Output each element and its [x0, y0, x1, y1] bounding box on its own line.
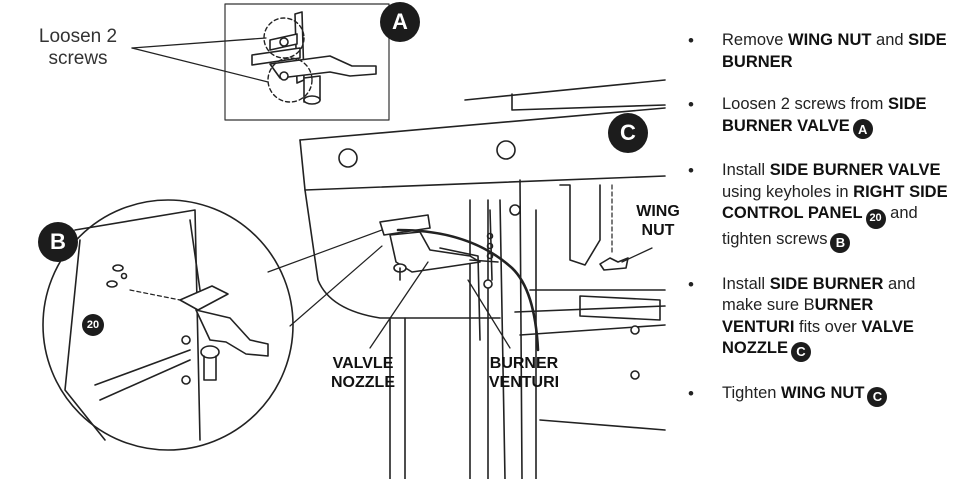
instruction-step: Remove WING NUT and SIDE BURNER	[688, 30, 950, 73]
step-text: Tighten	[722, 384, 782, 402]
leader-loosen-2	[131, 47, 269, 83]
inset-b-frame	[42, 199, 294, 451]
step-text: Remove	[722, 31, 789, 49]
part-name: WING NUT	[788, 31, 872, 49]
step-text: using keyholes in	[722, 182, 854, 201]
part-name: SIDE BURNER	[722, 31, 947, 71]
step-text: and	[871, 31, 909, 49]
part-name: RIGHT SIDE CONTROL PANEL	[722, 182, 948, 223]
detail-reference-badge: C	[791, 342, 811, 362]
part-name: SIDE BURNER VALVE	[769, 161, 941, 180]
leader-wing-nut	[621, 247, 653, 263]
wing-nut-label: WING NUT	[636, 203, 680, 239]
grill-body	[299, 79, 666, 479]
part-name: VALVE NOZZLE	[722, 317, 914, 358]
loosen-screws-label: Loosen 2 screws	[38, 26, 118, 69]
inset-a-screw-circle-bottom	[267, 57, 313, 103]
detail-reference-badge: C	[867, 386, 888, 407]
wing-nut-shape	[599, 257, 629, 271]
badge-c: C	[608, 113, 648, 153]
detail-reference-badge: B	[830, 232, 851, 253]
leader-loosen-1	[131, 37, 267, 49]
inset-b-content	[64, 209, 269, 441]
part-name: WING NUT	[781, 384, 865, 402]
leader-burner-venturi	[467, 279, 511, 349]
step-text: Install	[722, 274, 770, 293]
part-name: SIDE BURNER	[769, 274, 884, 293]
step-text: fits over	[794, 317, 862, 336]
instruction-step: Install SIDE BURNER and make sure BURNER…	[688, 274, 950, 362]
step-text: and tighten screws	[722, 204, 918, 248]
step-text: Loosen 2 screws from	[722, 95, 888, 113]
valve-nozzle-label: VALVLE NOZZLE	[331, 355, 395, 391]
part-name: SIDE BURNER VALVE	[722, 95, 927, 135]
main-valve	[379, 214, 540, 352]
instruction-list: Remove WING NUT and SIDE BURNER Loosen 2 …	[688, 30, 950, 428]
step-text: Install	[722, 161, 770, 180]
instruction-step: Install SIDE BURNER VALVE using keyholes…	[688, 160, 950, 253]
burner-venturi-label: BURNER VENTURI	[488, 355, 560, 391]
leader-valve-nozzle	[369, 261, 429, 349]
badge-a: A	[380, 2, 420, 42]
part-number-badge: 20	[865, 209, 886, 229]
inset-b-connector-2	[267, 229, 383, 273]
part-name: URNER VENTURI	[722, 296, 874, 336]
detail-reference-badge: A	[852, 119, 873, 140]
step-text: and make sure B	[722, 274, 916, 315]
inset-b-connector-1	[289, 245, 383, 327]
part-number-20-badge: 20	[82, 314, 104, 336]
badge-b: B	[38, 222, 78, 262]
